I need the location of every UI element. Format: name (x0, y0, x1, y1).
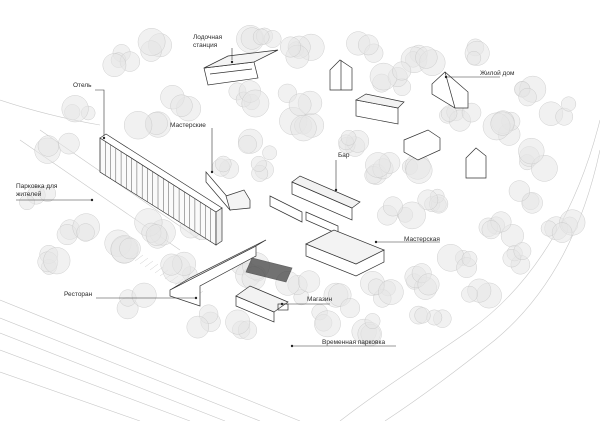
tree (490, 111, 515, 136)
tree (225, 309, 251, 335)
tree (58, 132, 80, 155)
tree (417, 273, 440, 296)
tree (298, 270, 321, 293)
tree (417, 189, 439, 211)
boat-station-building (203, 49, 279, 86)
residential-house-1 (329, 59, 353, 91)
tree (160, 253, 183, 276)
tree (513, 242, 532, 260)
workshop-building (305, 229, 385, 277)
tree (76, 223, 95, 242)
label-bar: Бар (338, 152, 350, 159)
tree (314, 310, 341, 338)
tree-canopy (19, 25, 586, 347)
buildings (99, 49, 487, 323)
tree (215, 155, 232, 173)
tree (61, 95, 89, 123)
tree (102, 53, 127, 77)
tree (364, 313, 381, 329)
residential-house-5 (465, 147, 487, 179)
tree (369, 62, 398, 91)
tree (365, 152, 391, 178)
tree (340, 298, 360, 318)
label-hotel: Отель (73, 82, 92, 89)
tree (551, 222, 573, 243)
tree (518, 138, 545, 165)
residential-house-3 (355, 93, 405, 125)
shop-building (235, 285, 289, 323)
workshops-building (205, 171, 251, 211)
tree (340, 129, 357, 146)
parking-stall (149, 263, 159, 271)
tree (461, 251, 478, 267)
tree (288, 93, 312, 116)
label-temporary-parking: Временная парковка (322, 339, 386, 346)
tree (186, 315, 210, 339)
label-restaurant: Ресторан (64, 291, 93, 298)
leader-lines (16, 48, 500, 347)
leader-hotel (95, 89, 105, 136)
tree (358, 34, 379, 56)
tree (119, 237, 141, 260)
tree (241, 89, 270, 118)
label-workshop: Мастерская (404, 236, 440, 243)
tree (508, 180, 531, 202)
label-residents-parking: Парковка для жителей (16, 183, 58, 198)
tree (37, 135, 59, 157)
hotel-building (99, 133, 223, 246)
tree (378, 279, 404, 305)
parking-stall (144, 260, 154, 268)
tree (405, 156, 433, 184)
tree (466, 51, 482, 66)
residential-house-4 (403, 129, 441, 161)
tree (145, 224, 168, 246)
label-shop: Магазин (307, 296, 333, 303)
tree (398, 201, 426, 230)
bar-building (269, 175, 361, 235)
tree (290, 115, 317, 142)
tree (561, 96, 577, 112)
label-boat-station: Лодочная станция (193, 34, 223, 49)
tree (280, 36, 301, 58)
tree (415, 46, 438, 69)
tree (252, 28, 270, 46)
parking-stall (139, 257, 149, 265)
tree (440, 105, 458, 122)
parking-stall (134, 254, 144, 262)
tree (43, 247, 71, 275)
tree (262, 145, 277, 161)
tree (170, 94, 193, 117)
tree (124, 111, 153, 140)
tree (238, 134, 257, 154)
restaurant-building (169, 239, 293, 307)
tree (392, 61, 412, 81)
tree (137, 28, 166, 56)
label-workshops: Мастерские (170, 122, 206, 129)
tree (250, 155, 267, 172)
leader-dots (90, 60, 448, 348)
tree (461, 285, 478, 303)
tree (481, 220, 501, 240)
tree (518, 87, 537, 107)
residential-house-2 (431, 71, 469, 109)
tree (414, 307, 431, 324)
tree (19, 194, 35, 210)
tree (39, 185, 56, 202)
label-residential: Жилой дом (480, 70, 515, 77)
tree (382, 196, 403, 217)
tree (131, 282, 157, 308)
